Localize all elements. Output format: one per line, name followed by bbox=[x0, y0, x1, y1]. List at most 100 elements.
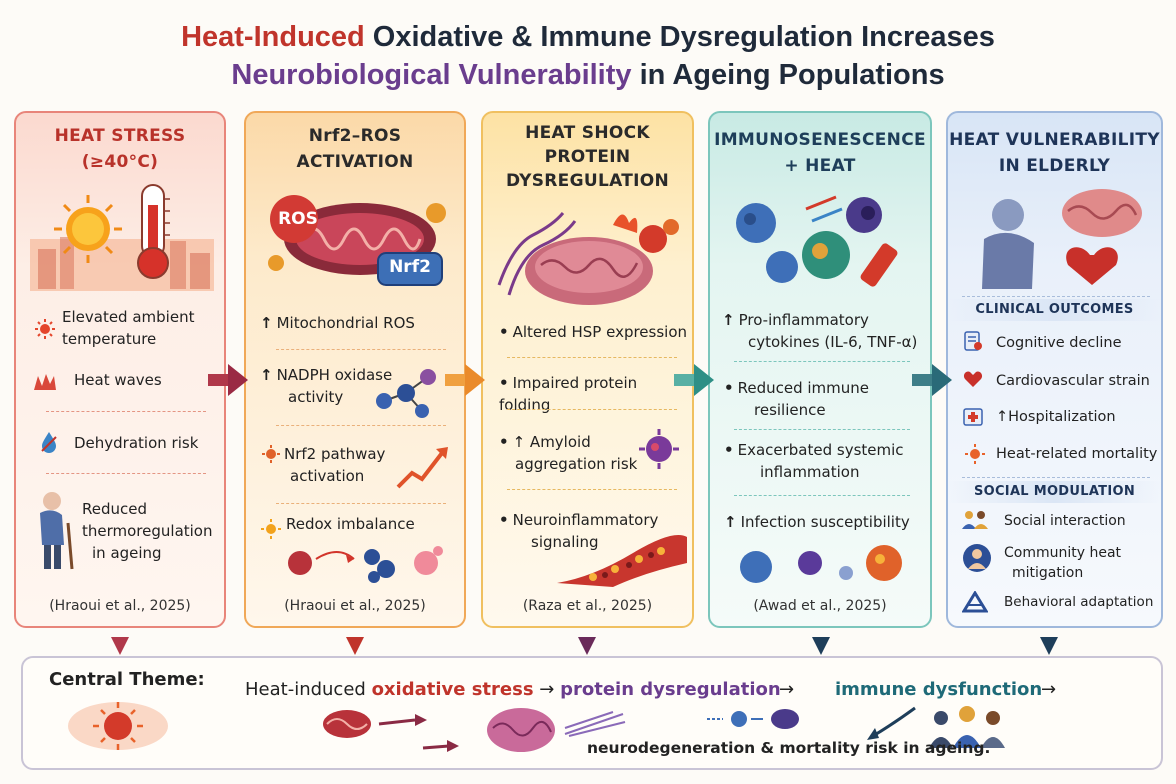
pathogens-illustration bbox=[740, 545, 902, 583]
item-text: Mitochondrial ROS bbox=[276, 314, 415, 332]
triangle-icon bbox=[962, 591, 988, 613]
divider bbox=[46, 411, 206, 412]
item-text: Reduced immune bbox=[737, 379, 869, 397]
divider bbox=[507, 357, 677, 358]
divider bbox=[734, 429, 910, 430]
item-marker: • bbox=[499, 323, 509, 341]
list-item: •↑ Amyloid aggregation risk bbox=[499, 431, 637, 475]
citation: (Hraoui et al., 2025) bbox=[284, 598, 426, 614]
divider bbox=[734, 495, 910, 496]
tissue-inflammation-illustration bbox=[557, 535, 687, 587]
item-text: Infection susceptibility bbox=[740, 513, 910, 531]
citation: (Raza et al., 2025) bbox=[522, 598, 653, 614]
title-highlight-red: Heat-Induced bbox=[181, 21, 365, 53]
hospital-icon bbox=[963, 408, 983, 426]
title-line-2: Neurobiological Vulnerability in Ageing … bbox=[0, 56, 1176, 94]
theme-arrow: → bbox=[779, 679, 795, 700]
arrow-down-icon bbox=[812, 637, 830, 655]
theme-seg-oxidative: oxidative stress bbox=[371, 679, 534, 700]
brain-dna-illustration bbox=[497, 212, 679, 305]
item-text: Behavioral adaptation bbox=[1004, 594, 1154, 610]
people-icon bbox=[962, 511, 988, 529]
redox-molecules-illustration bbox=[288, 546, 443, 583]
central-theme-label: Central Theme: bbox=[49, 669, 205, 690]
panel-heading: Nrf2–ROS ACTIVATION bbox=[246, 123, 464, 175]
list-item: Dehydration risk bbox=[74, 432, 198, 454]
item-text: aggregation risk bbox=[515, 455, 638, 473]
divider bbox=[507, 489, 677, 490]
central-theme-box: Central Theme: Heat-induced oxidative st… bbox=[21, 656, 1163, 770]
item-text: Neuroinflammatory bbox=[512, 511, 659, 529]
social-item: Community heat mitigation bbox=[1004, 543, 1121, 583]
social-item: Social interaction bbox=[1004, 511, 1126, 531]
item-text: Impaired protein folding bbox=[499, 374, 638, 414]
panel-heading-line: Nrf2–ROS bbox=[308, 126, 402, 146]
item-text: in ageing bbox=[92, 544, 162, 562]
list-item: ↑NADPH oxidase activity bbox=[260, 364, 392, 408]
mitochondria-arrow-icon bbox=[323, 710, 459, 752]
panel-heading-line: IN ELDERLY bbox=[998, 156, 1111, 176]
item-text: signaling bbox=[531, 533, 599, 551]
item-marker: ↑ bbox=[260, 366, 273, 384]
panel-immunosenescence: IMMUNOSENESCENCE + HEAT ↑Pro-inflammator… bbox=[708, 111, 932, 628]
sun-icon bbox=[261, 519, 281, 539]
item-text: Community heat bbox=[1004, 545, 1122, 561]
panel-heading: HEAT VULNERABILITY IN ELDERLY bbox=[948, 127, 1161, 179]
arrow-right-icon bbox=[445, 364, 485, 396]
panel-heading: HEAT STRESS (≥40°C) bbox=[16, 123, 224, 175]
panel-heat-vulnerability: HEAT VULNERABILITY IN ELDERLY CLINICAL O… bbox=[946, 111, 1163, 628]
outcome-item: Heat-related mortality bbox=[996, 446, 1158, 462]
item-text: Altered HSP expression bbox=[512, 323, 688, 341]
item-text: cytokines (IL-6, TNF-α) bbox=[748, 333, 918, 351]
list-item: •Exacerbated systemic inflammation bbox=[724, 439, 904, 483]
item-text: ↑ Amyloid bbox=[512, 433, 591, 451]
list-item: Elevated ambient temperature bbox=[62, 306, 194, 350]
theme-seg-protein: protein dysregulation bbox=[560, 679, 781, 700]
theme-arrow: → bbox=[533, 679, 561, 700]
item-marker: ↑ bbox=[260, 314, 273, 332]
arrow-right-icon bbox=[208, 364, 248, 396]
outcome-item: Cardiovascular strain bbox=[996, 373, 1150, 389]
arrow-down-icon bbox=[578, 637, 596, 655]
item-text: NADPH oxidase bbox=[276, 366, 393, 384]
panel-heading-line: (≥40°C) bbox=[81, 152, 159, 172]
citation: (Awad et al., 2025) bbox=[753, 598, 887, 614]
panel-heading-line: PROTEIN bbox=[544, 147, 631, 167]
trend-up-icon bbox=[396, 447, 448, 489]
item-text: inflammation bbox=[760, 463, 860, 481]
signal-lines-icon bbox=[564, 711, 626, 737]
immune-cells-icon bbox=[707, 709, 799, 729]
water-drop-icon bbox=[41, 432, 57, 453]
item-text: Elevated ambient bbox=[62, 308, 195, 326]
return-arrow-icon bbox=[867, 706, 916, 740]
item-text: Dehydration risk bbox=[74, 434, 199, 452]
panel-heading-line: HEAT SHOCK bbox=[525, 123, 650, 143]
arrow-right-icon bbox=[674, 364, 714, 396]
elderly-brain-heart-illustration bbox=[982, 189, 1142, 289]
item-text: Nrf2 pathway bbox=[284, 445, 386, 463]
panel-heat-shock-protein: HEAT SHOCK PROTEIN DYSREGULATION •Altere… bbox=[481, 111, 694, 628]
theme-flow-line: Heat-induced oxidative stress → protein … bbox=[245, 678, 781, 702]
item-text: activity bbox=[288, 388, 344, 406]
sun-icon bbox=[965, 444, 985, 464]
virus-icon bbox=[262, 445, 280, 463]
list-item: Nrf2 pathway activation bbox=[284, 443, 385, 487]
panel-heading-line: HEAT STRESS bbox=[54, 126, 186, 146]
arrow-down-icon bbox=[1040, 637, 1058, 655]
list-item: ↑Infection susceptibility bbox=[724, 511, 910, 533]
item-marker: ↑ bbox=[724, 513, 737, 531]
theme-seg-immune: immune dysfunction bbox=[835, 679, 1043, 700]
page-title: Heat-Induced Oxidative & Immune Dysregul… bbox=[0, 18, 1176, 94]
heat-illustration bbox=[30, 184, 214, 291]
item-marker: • bbox=[724, 441, 734, 459]
mitochondria-illustration bbox=[268, 195, 446, 286]
title-line-1: Heat-Induced Oxidative & Immune Dysregul… bbox=[0, 18, 1176, 56]
nrf2-label: Nrf2 bbox=[389, 257, 431, 277]
theme-second-line: neurodegeneration & mortality risk in ag… bbox=[587, 739, 991, 757]
outcome-item: Cognitive decline bbox=[996, 335, 1122, 351]
panel-heading-line: ACTIVATION bbox=[296, 152, 414, 172]
arrow-right-icon bbox=[912, 364, 952, 396]
amyloid-virus-icon bbox=[639, 429, 679, 469]
title-line-1-rest: Oxidative & Immune Dysregulation Increas… bbox=[364, 21, 995, 53]
divider bbox=[507, 409, 677, 410]
